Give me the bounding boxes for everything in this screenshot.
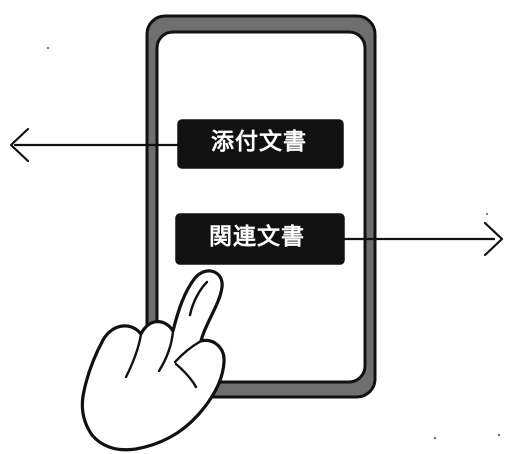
right-arrow-icon — [342, 221, 504, 257]
speck-3 — [433, 436, 437, 440]
speck-1 — [46, 46, 50, 50]
speck-4 — [497, 433, 501, 437]
left-arrow-icon — [9, 127, 180, 163]
speck-2 — [485, 212, 489, 216]
hand-icon — [80, 269, 226, 452]
attached-document-button-shape — [177, 119, 344, 169]
related-document-button-shape — [175, 213, 345, 265]
